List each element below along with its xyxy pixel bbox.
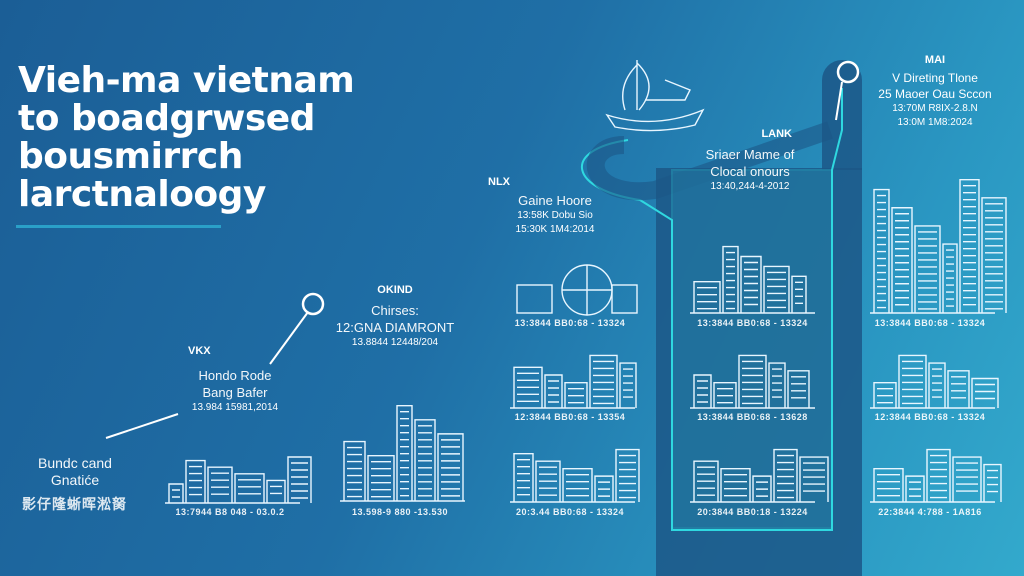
- node-line: Sriaer Mame of: [705, 147, 795, 162]
- node-line: 13.8844 12448/204: [351, 337, 439, 348]
- building-illustration-icon: [165, 456, 312, 504]
- node-line: 13:0M 1M8:2024: [897, 117, 973, 128]
- title-line-1: Vieh-ma vietnam: [18, 60, 355, 101]
- node-line: 13:58K Dobu Sio: [517, 210, 593, 221]
- node-line: 25 Maoer Oau Sccon: [878, 87, 992, 101]
- building-illustration-icon: [690, 448, 829, 503]
- node-code: MAI: [924, 54, 946, 66]
- node-mai: MAI V Direting Tlone 25 Maoer Oau Sccon …: [865, 54, 1005, 130]
- caption: 13:3844 BB0:68 - 13324: [874, 318, 986, 328]
- title-line-3: bousmirrch: [18, 136, 243, 177]
- node-line: 13:70M R8IX-2.8.N: [892, 103, 978, 114]
- node-code: VKX: [188, 345, 211, 357]
- node-line: 12:GNA DIAMRONT: [335, 320, 455, 335]
- globe-icon: [516, 264, 638, 316]
- node-vkx: VKX Hondo Rode Bang Bafer 13.984 15981,2…: [160, 345, 310, 415]
- title-underline: [16, 225, 221, 228]
- caption: 20:3.44 BB0:68 - 13324: [515, 507, 625, 517]
- timeline-band-column: [656, 168, 862, 576]
- caption: 13.598-9 880 -13.530: [351, 507, 449, 517]
- caption: 13:3844 BB0:68 - 13324: [697, 318, 808, 328]
- page-title: Vieh-ma vietnam to boadgrwsed bousmirrch…: [18, 60, 355, 215]
- caption: 12:3844 BB0:68 - 13324: [874, 412, 986, 422]
- node-line: Chirses:: [371, 303, 419, 318]
- building-illustration-icon: [870, 179, 1007, 314]
- node-line: 13.984 15981,2014: [191, 402, 279, 413]
- left-block-label: Bundc cand Gnatiće: [20, 455, 130, 489]
- boat-icon: [605, 60, 705, 132]
- node-line: Hondo Rode: [198, 368, 272, 383]
- building-illustration-icon: [510, 354, 637, 409]
- building-illustration-icon: [510, 448, 640, 503]
- building-illustration-icon: [690, 354, 815, 409]
- caption: 12:3844 BB0:68 - 13354: [514, 412, 626, 422]
- caption: 22:3844 4:788 - 1A816: [878, 507, 982, 517]
- left-label-line-2: Gnatiće: [50, 472, 100, 488]
- node-code: LANK: [761, 128, 792, 140]
- node-line: V Direting Tlone: [892, 71, 978, 85]
- node-line: 13:40,244-4-2012: [710, 181, 790, 192]
- building-illustration-icon: [870, 448, 1002, 503]
- building-illustration-icon: [690, 245, 815, 314]
- left-label-line-1: Bundc cand: [38, 455, 112, 471]
- node-nlx: NLX Gaine Hoore 13:58K Dobu Sio 15:30K 1…: [480, 176, 630, 237]
- building-illustration-icon: [340, 405, 465, 502]
- caption: 13:3844 BB0:68 - 13628: [697, 412, 808, 422]
- node-line: 15:30K 1M4:2014: [515, 224, 595, 235]
- title-line-4: larctnaloogy: [18, 174, 266, 215]
- node-code: NLX: [488, 176, 510, 188]
- node-line: Bang Bafer: [202, 385, 268, 400]
- caption: 20:3844 BB0:18 - 13224: [697, 507, 808, 517]
- caption: 13:7944 B8 048 - 03.0.2: [175, 507, 285, 517]
- node-line: Clocal onours: [710, 164, 790, 179]
- building-illustration-icon: [870, 354, 999, 409]
- caption: 13:3844 BB0:68 - 13324: [514, 318, 626, 328]
- node-line: Gaine Hoore: [518, 193, 592, 208]
- left-block-footer: 影仔隆蜥晖淞胬: [22, 496, 127, 512]
- node-code: OKIND: [377, 284, 413, 296]
- title-line-2: to boadgrwsed: [18, 98, 315, 139]
- node-lank: LANK Sriaer Mame of Clocal onours 13:40,…: [680, 128, 820, 194]
- node-okind: OKIND Chirses: 12:GNA DIAMRONT 13.8844 1…: [320, 284, 470, 350]
